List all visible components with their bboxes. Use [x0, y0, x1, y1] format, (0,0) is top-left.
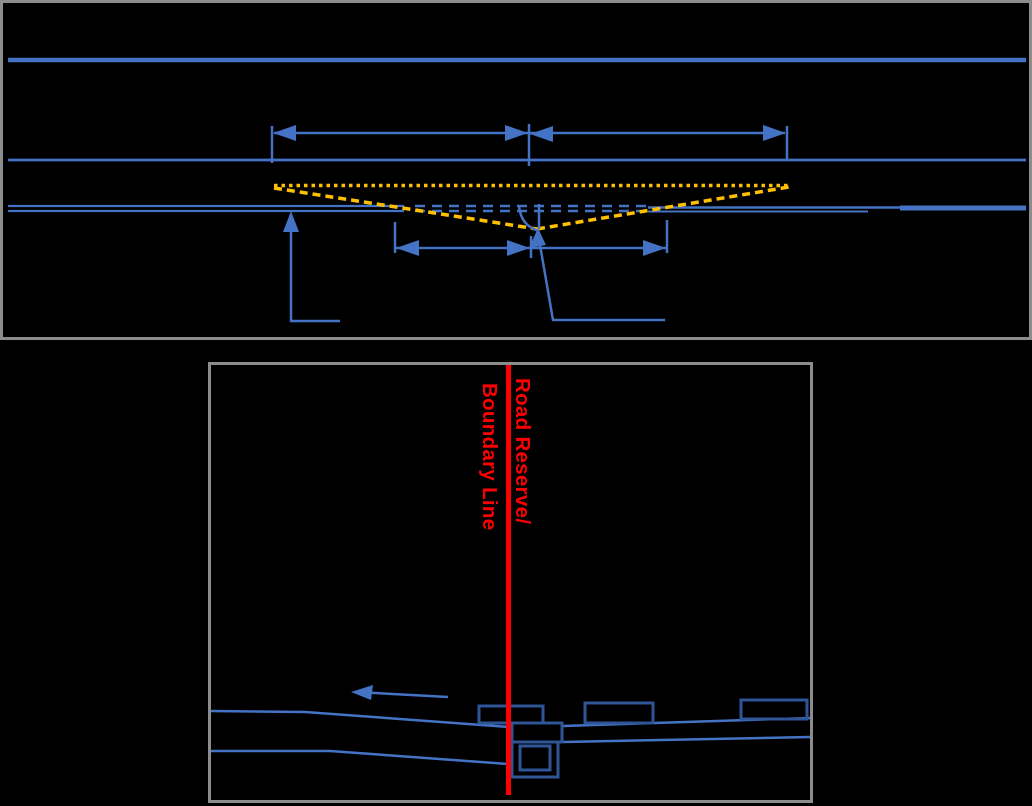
leader-vertex-line: [538, 244, 665, 322]
boundary-panel: Road Reserve/ Boundary Line: [208, 362, 813, 803]
leader-vertex: [529, 228, 665, 322]
boundary-panel-border: [208, 362, 813, 803]
arrowhead-centre-right-icon: [530, 126, 553, 142]
leader-left: [283, 211, 340, 323]
taper-line-left: [273, 186, 538, 231]
arrowhead-left-icon: [273, 125, 296, 141]
top-dimension: [270, 124, 789, 166]
structure-rect-3: [739, 698, 809, 721]
top-panel: [0, 0, 1032, 340]
road-edge-lower-right: [562, 735, 811, 744]
travel-direction-arrowhead-icon: [351, 685, 373, 700]
top-panel-border: [0, 0, 1032, 340]
road-edge-lower-left: [211, 749, 509, 766]
boundary-label-line1: Road Reserve/: [511, 378, 534, 524]
arrowhead-lower-left-icon: [396, 240, 419, 256]
lower-dimension: [393, 220, 669, 258]
taper-angle-annotation: [517, 204, 541, 233]
leader-left-line: [289, 228, 340, 323]
near-edge-lines: [8, 204, 1026, 213]
leader-left-arrowhead-icon: [283, 211, 299, 232]
culvert-inner: [518, 744, 552, 772]
arrowhead-centre-left-icon: [505, 125, 528, 141]
culvert-outer: [510, 740, 560, 779]
taper-markings: [273, 183, 790, 231]
taper-line-right: [536, 185, 790, 231]
arrowhead-lower-centre-icon: [507, 240, 530, 256]
arrowhead-lower-right-icon: [643, 240, 666, 256]
angle-arc: [517, 205, 540, 233]
leader-vertex-arrowhead-icon: [529, 228, 546, 248]
boundary-label-line2: Boundary Line: [478, 383, 501, 530]
crossing-box: [510, 721, 564, 744]
travel-direction-arrow-shaft: [365, 691, 449, 699]
travel-direction-arrow: [351, 685, 449, 700]
structure-rect-2: [583, 701, 655, 725]
arrowhead-right-icon: [763, 125, 786, 141]
road-edge-upper-left: [210, 709, 510, 729]
